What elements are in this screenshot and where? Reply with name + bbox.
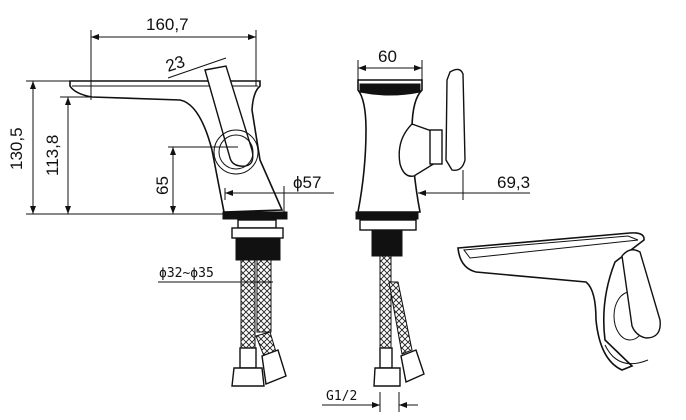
- nut-right: [261, 349, 287, 385]
- nut-left: [373, 367, 401, 387]
- handle-plate: [445, 68, 466, 171]
- side-view: 160,7 23 130,5 113,8 65 ϕ57 ϕ32~ϕ35: [7, 15, 334, 387]
- spout-perspective: [457, 232, 645, 371]
- dim-line-handle-width: [167, 57, 227, 79]
- hose-right: [388, 281, 413, 355]
- mount-nut: [231, 227, 284, 239]
- dim-handle-width: 23: [163, 52, 187, 76]
- mount-washer: [359, 219, 417, 231]
- spout-top-face: [463, 235, 639, 259]
- hose-right: [256, 259, 272, 333]
- handle-lever: [621, 249, 661, 339]
- dim-base-diameter: ϕ57: [293, 173, 321, 192]
- handle-hub-inner: [218, 134, 254, 170]
- perspective-view: [457, 232, 661, 371]
- handle-hub-outer: [213, 129, 259, 175]
- base-ring: [222, 211, 288, 220]
- fitting-left: [239, 347, 257, 369]
- hose-left: [240, 259, 256, 349]
- base-edge: [604, 344, 649, 365]
- base-ring: [355, 211, 419, 220]
- dim-spout-length: 160,7: [146, 15, 189, 34]
- front-view: 60 69,3 G1/2: [322, 47, 530, 412]
- fitting-left: [379, 347, 393, 369]
- spout-outline: [69, 80, 284, 213]
- nut-left: [231, 367, 265, 387]
- dim-thread: G1/2: [326, 389, 357, 404]
- dim-spout-height: 113,8: [43, 135, 62, 176]
- mount-shank: [235, 237, 281, 261]
- base-washer: [237, 219, 277, 229]
- hose-left: [379, 255, 392, 349]
- dim-total-height: 130,5: [7, 127, 26, 170]
- dim-handle-depth: 69,3: [497, 173, 530, 192]
- body-outline: [357, 79, 423, 213]
- nut-right: [400, 349, 425, 383]
- mount-shank: [371, 229, 403, 257]
- spout-outlet: [359, 83, 421, 96]
- handle-stem: [429, 129, 443, 165]
- dim-handle-axis: 65: [153, 176, 172, 195]
- dim-hole-diameter: ϕ32~ϕ35: [159, 266, 214, 281]
- dim-body-width: 60: [378, 47, 397, 66]
